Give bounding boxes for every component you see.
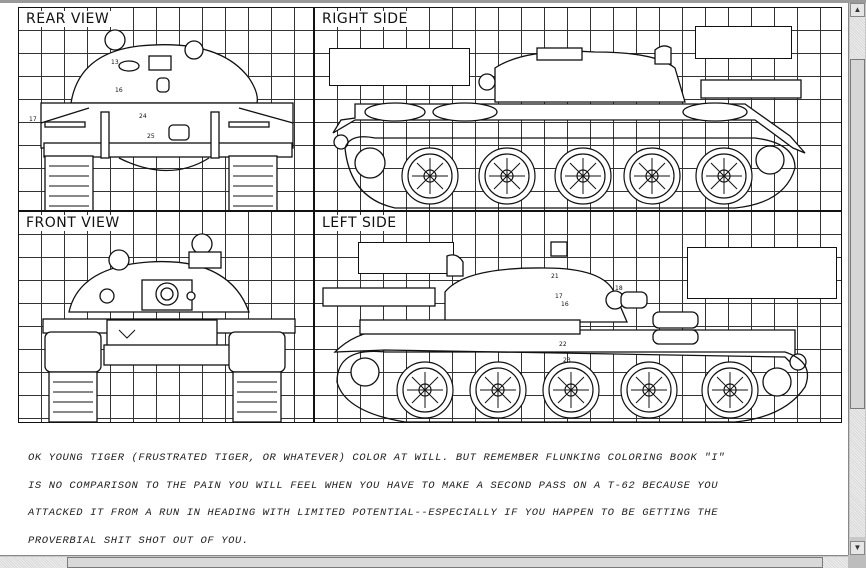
svg-text:24: 24 xyxy=(139,113,147,120)
caption-line: ATTACKED IT FROM A RUN IN HEADING WITH L… xyxy=(28,507,719,519)
vertical-scroll-thumb[interactable] xyxy=(850,59,865,409)
svg-text:25: 25 xyxy=(147,133,155,140)
document-page: REAR VIEW xyxy=(0,3,848,555)
panel-right-side: RIGHT SIDE xyxy=(314,7,842,211)
scroll-up-arrow-icon[interactable]: ▲ xyxy=(850,3,865,17)
svg-text:22: 22 xyxy=(559,341,567,348)
tank-front-drawing-icon xyxy=(42,233,296,422)
horizontal-scroll-thumb[interactable] xyxy=(67,557,823,568)
svg-text:16: 16 xyxy=(115,87,123,94)
svg-text:18: 18 xyxy=(615,285,623,292)
panel-label-front-view: FRONT VIEW xyxy=(23,215,123,231)
svg-text:17: 17 xyxy=(29,116,37,123)
svg-text:16: 16 xyxy=(561,301,569,308)
panel-rear-view: REAR VIEW xyxy=(18,7,314,211)
coloring-sheet: REAR VIEW xyxy=(18,7,842,427)
tank-right-side-drawing-icon xyxy=(332,45,806,209)
svg-text:17: 17 xyxy=(555,293,563,300)
svg-text:21: 21 xyxy=(551,273,559,280)
color-label-box xyxy=(695,26,792,59)
panel-label-right-side: RIGHT SIDE xyxy=(319,11,411,27)
svg-text:13: 13 xyxy=(111,59,119,66)
panel-label-left-side: LEFT SIDE xyxy=(319,215,400,231)
panel-front-view: FRONT VIEW xyxy=(18,211,314,423)
caption-line: OK YOUNG TIGER (FRUSTRATED TIGER, OR WHA… xyxy=(28,452,726,464)
svg-text:23: 23 xyxy=(563,357,571,364)
scrollbar-corner xyxy=(848,555,866,568)
tank-rear-drawing-icon: 13 16 17 24 25 xyxy=(29,29,294,210)
color-label-box xyxy=(358,242,454,274)
tank-left-side-drawing-icon: 17 18 16 21 22 23 xyxy=(322,241,809,422)
panel-left-side: LEFT SIDE xyxy=(314,211,842,423)
window-top-border xyxy=(0,0,866,3)
horizontal-scrollbar[interactable] xyxy=(0,555,848,568)
caption-line: PROVERBIAL SHIT SHOT OUT OF YOU. xyxy=(28,534,249,547)
caption-text: OK YOUNG TIGER (FRUSTRATED TIGER, OR WHA… xyxy=(28,445,808,555)
color-label-box xyxy=(687,247,837,299)
scroll-down-arrow-icon[interactable]: ▼ xyxy=(850,541,865,555)
vertical-scrollbar[interactable]: ▲ ▼ xyxy=(848,3,866,555)
caption-line: IS NO COMPARISON TO THE PAIN YOU WILL FE… xyxy=(28,479,719,492)
panel-label-rear-view: REAR VIEW xyxy=(23,11,113,27)
color-label-box xyxy=(329,48,470,86)
